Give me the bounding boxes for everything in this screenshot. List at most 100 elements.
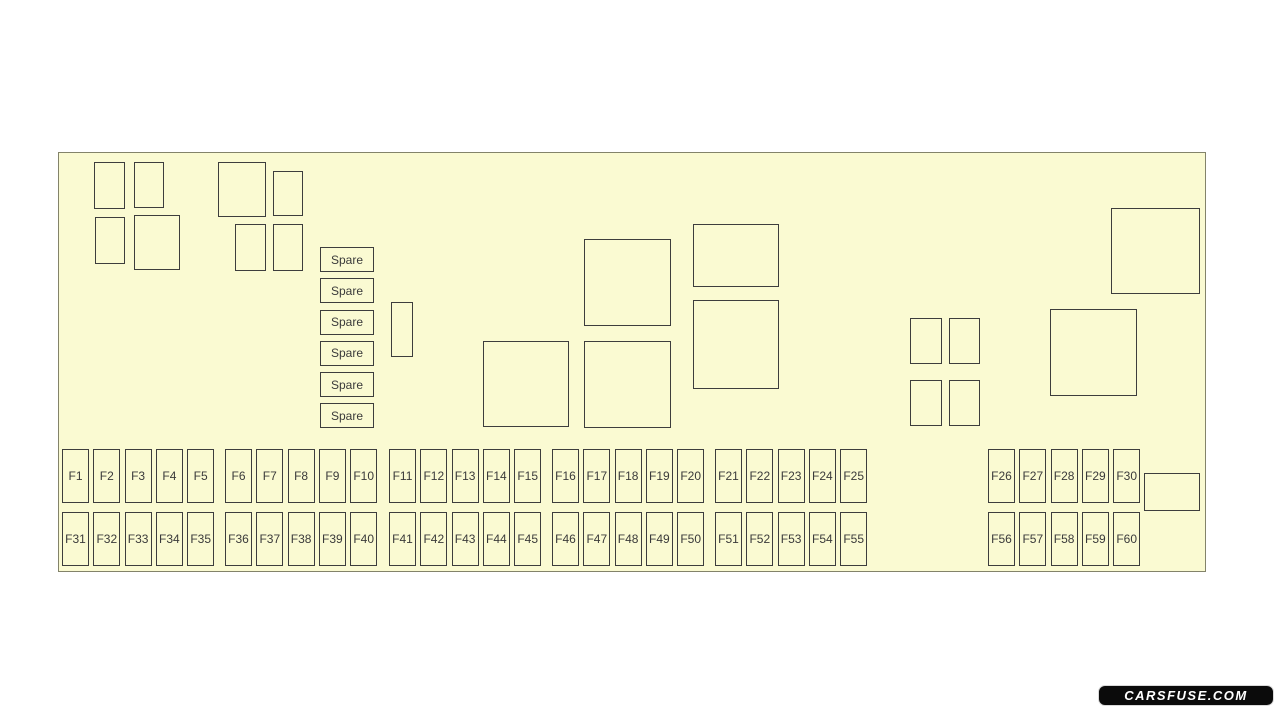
fuse-F18: F18: [614, 449, 642, 503]
relay-box: [94, 162, 125, 209]
relay-box: [910, 318, 942, 364]
fuse-F38: F38: [287, 512, 315, 566]
fuse-F9: F9: [318, 449, 346, 503]
spare-fuse-box: Spare: [320, 247, 374, 272]
fuse-F60: F60: [1113, 512, 1141, 566]
fuse-F13: F13: [451, 449, 479, 503]
relay-box: [910, 380, 942, 426]
spare-fuse-box: Spare: [320, 403, 374, 429]
relay-box: [949, 318, 980, 364]
fuse-F50: F50: [677, 512, 705, 566]
fuse-F8: F8: [287, 449, 315, 503]
fuse-F3: F3: [124, 449, 152, 503]
relay-box: [95, 217, 125, 264]
relay-box: [235, 224, 266, 271]
fuse-F42: F42: [420, 512, 448, 566]
relay-box: [1144, 473, 1200, 511]
relay-box: [693, 300, 779, 389]
fuse-F11: F11: [389, 449, 416, 503]
fuse-F5: F5: [187, 449, 215, 503]
relay-box: [134, 215, 180, 270]
fuse-F49: F49: [645, 512, 673, 566]
fuse-F54: F54: [808, 512, 836, 566]
relay-box: [1111, 208, 1200, 294]
fuse-F26: F26: [988, 449, 1015, 503]
fuse-F12: F12: [420, 449, 448, 503]
fuse-F36: F36: [225, 512, 252, 566]
fuse-F32: F32: [93, 512, 121, 566]
fuse-F20: F20: [677, 449, 705, 503]
fuse-F30: F30: [1113, 449, 1141, 503]
fuse-F56: F56: [988, 512, 1015, 566]
fuse-F25: F25: [840, 449, 868, 503]
fuse-F45: F45: [514, 512, 542, 566]
fuse-F17: F17: [583, 449, 611, 503]
relay-box: [273, 224, 303, 271]
fuse-F37: F37: [256, 512, 284, 566]
fuse-F29: F29: [1081, 449, 1109, 503]
fuse-F14: F14: [482, 449, 510, 503]
fuse-F41: F41: [389, 512, 416, 566]
fuse-F16: F16: [552, 449, 579, 503]
relay-box: [273, 171, 303, 216]
watermark-text: CARSFUSE.COM: [1124, 688, 1248, 703]
fuse-F24: F24: [808, 449, 836, 503]
fuse-F59: F59: [1081, 512, 1109, 566]
fuse-F48: F48: [614, 512, 642, 566]
fuse-F47: F47: [583, 512, 611, 566]
relay-box: [693, 224, 779, 287]
fuse-F7: F7: [256, 449, 284, 503]
fuse-F35: F35: [187, 512, 215, 566]
relay-box: [218, 162, 266, 217]
fuse-F51: F51: [715, 512, 742, 566]
fuse-F43: F43: [451, 512, 479, 566]
fuse-F46: F46: [552, 512, 579, 566]
fuse-F53: F53: [777, 512, 805, 566]
spare-fuse-box: Spare: [320, 309, 374, 335]
fuse-F1: F1: [62, 449, 89, 503]
fuse-F4: F4: [155, 449, 183, 503]
relay-box: [483, 341, 569, 427]
fuse-F27: F27: [1019, 449, 1047, 503]
fuse-F31: F31: [62, 512, 89, 566]
fuse-F21: F21: [715, 449, 742, 503]
fuse-F10: F10: [350, 449, 378, 503]
fuse-F23: F23: [777, 449, 805, 503]
fuse-F55: F55: [840, 512, 868, 566]
carsfuse-watermark: CARSFUSE.COM: [1098, 685, 1274, 706]
fuse-F39: F39: [318, 512, 346, 566]
fuse-F6: F6: [225, 449, 252, 503]
relay-box: [134, 162, 164, 208]
relay-box: [584, 341, 671, 428]
fuse-F15: F15: [514, 449, 542, 503]
fuse-F28: F28: [1050, 449, 1078, 503]
fuse-F22: F22: [746, 449, 774, 503]
spare-fuse-box: Spare: [320, 278, 374, 304]
fuse-F33: F33: [124, 512, 152, 566]
fuse-F57: F57: [1019, 512, 1047, 566]
fuse-F2: F2: [93, 449, 121, 503]
spare-fuse-box: Spare: [320, 340, 374, 366]
fuse-F40: F40: [350, 512, 378, 566]
spare-fuse-box: Spare: [320, 372, 374, 398]
fuse-F19: F19: [645, 449, 673, 503]
relay-box: [584, 239, 671, 326]
fuse-F58: F58: [1050, 512, 1078, 566]
fuse-F52: F52: [746, 512, 774, 566]
relay-box: [949, 380, 980, 426]
